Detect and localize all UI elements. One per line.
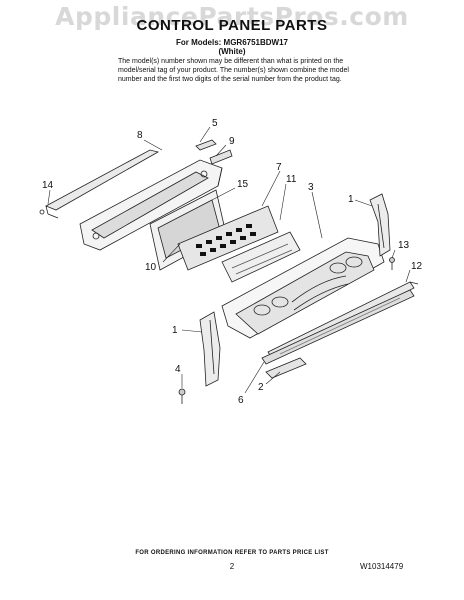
callout-14: 14 — [42, 180, 54, 191]
page-number: 2 — [229, 562, 235, 571]
model-note: The model(s) number shown may be differe… — [118, 58, 349, 83]
ordering-info: FOR ORDERING INFORMATION REFER TO PARTS … — [135, 550, 329, 556]
part-lower-trim — [261, 289, 415, 365]
callout-10: 10 — [145, 262, 157, 273]
callout-2: 2 — [258, 382, 264, 393]
leader-lines — [47, 126, 411, 394]
callout-11: 11 — [286, 174, 297, 185]
part-control-panel — [221, 237, 385, 339]
callout-5: 5 — [212, 118, 218, 129]
callout-3: 3 — [308, 182, 314, 193]
callout-8: 8 — [137, 130, 143, 141]
part-right-end-cap — [369, 193, 391, 257]
callout-15: 15 — [237, 179, 249, 190]
part-bottom-strip — [265, 357, 307, 379]
callout-4: 4 — [175, 364, 181, 375]
model-color: (White) — [218, 47, 246, 56]
watermark: AppliancePartsPros.com — [55, 2, 409, 31]
part-left-trim — [39, 149, 160, 219]
document-id: W10314479 — [360, 562, 404, 571]
part-top-tabs — [195, 139, 233, 165]
callout-7: 7 — [276, 162, 282, 173]
part-overlay — [221, 231, 301, 283]
callout-6: 6 — [238, 395, 244, 406]
callout-1-right: 1 — [348, 194, 354, 205]
callout-9: 9 — [229, 136, 235, 147]
part-rear-bracket — [79, 159, 223, 251]
page-title: CONTROL PANEL PARTS — [136, 17, 328, 34]
part-screw-right — [389, 257, 395, 270]
callout-12: 12 — [411, 261, 423, 272]
exploded-parts-diagram: 8 5 9 14 15 7 11 3 1 10 13 12 1 4 6 2 — [39, 118, 423, 406]
part-keypad — [177, 205, 279, 271]
model-number: For Models: MGR6751BDW17 — [175, 38, 289, 47]
part-left-end-cap — [199, 311, 221, 387]
part-screw-left — [178, 388, 186, 404]
callout-13: 13 — [398, 240, 410, 251]
callout-1-left: 1 — [172, 325, 178, 336]
